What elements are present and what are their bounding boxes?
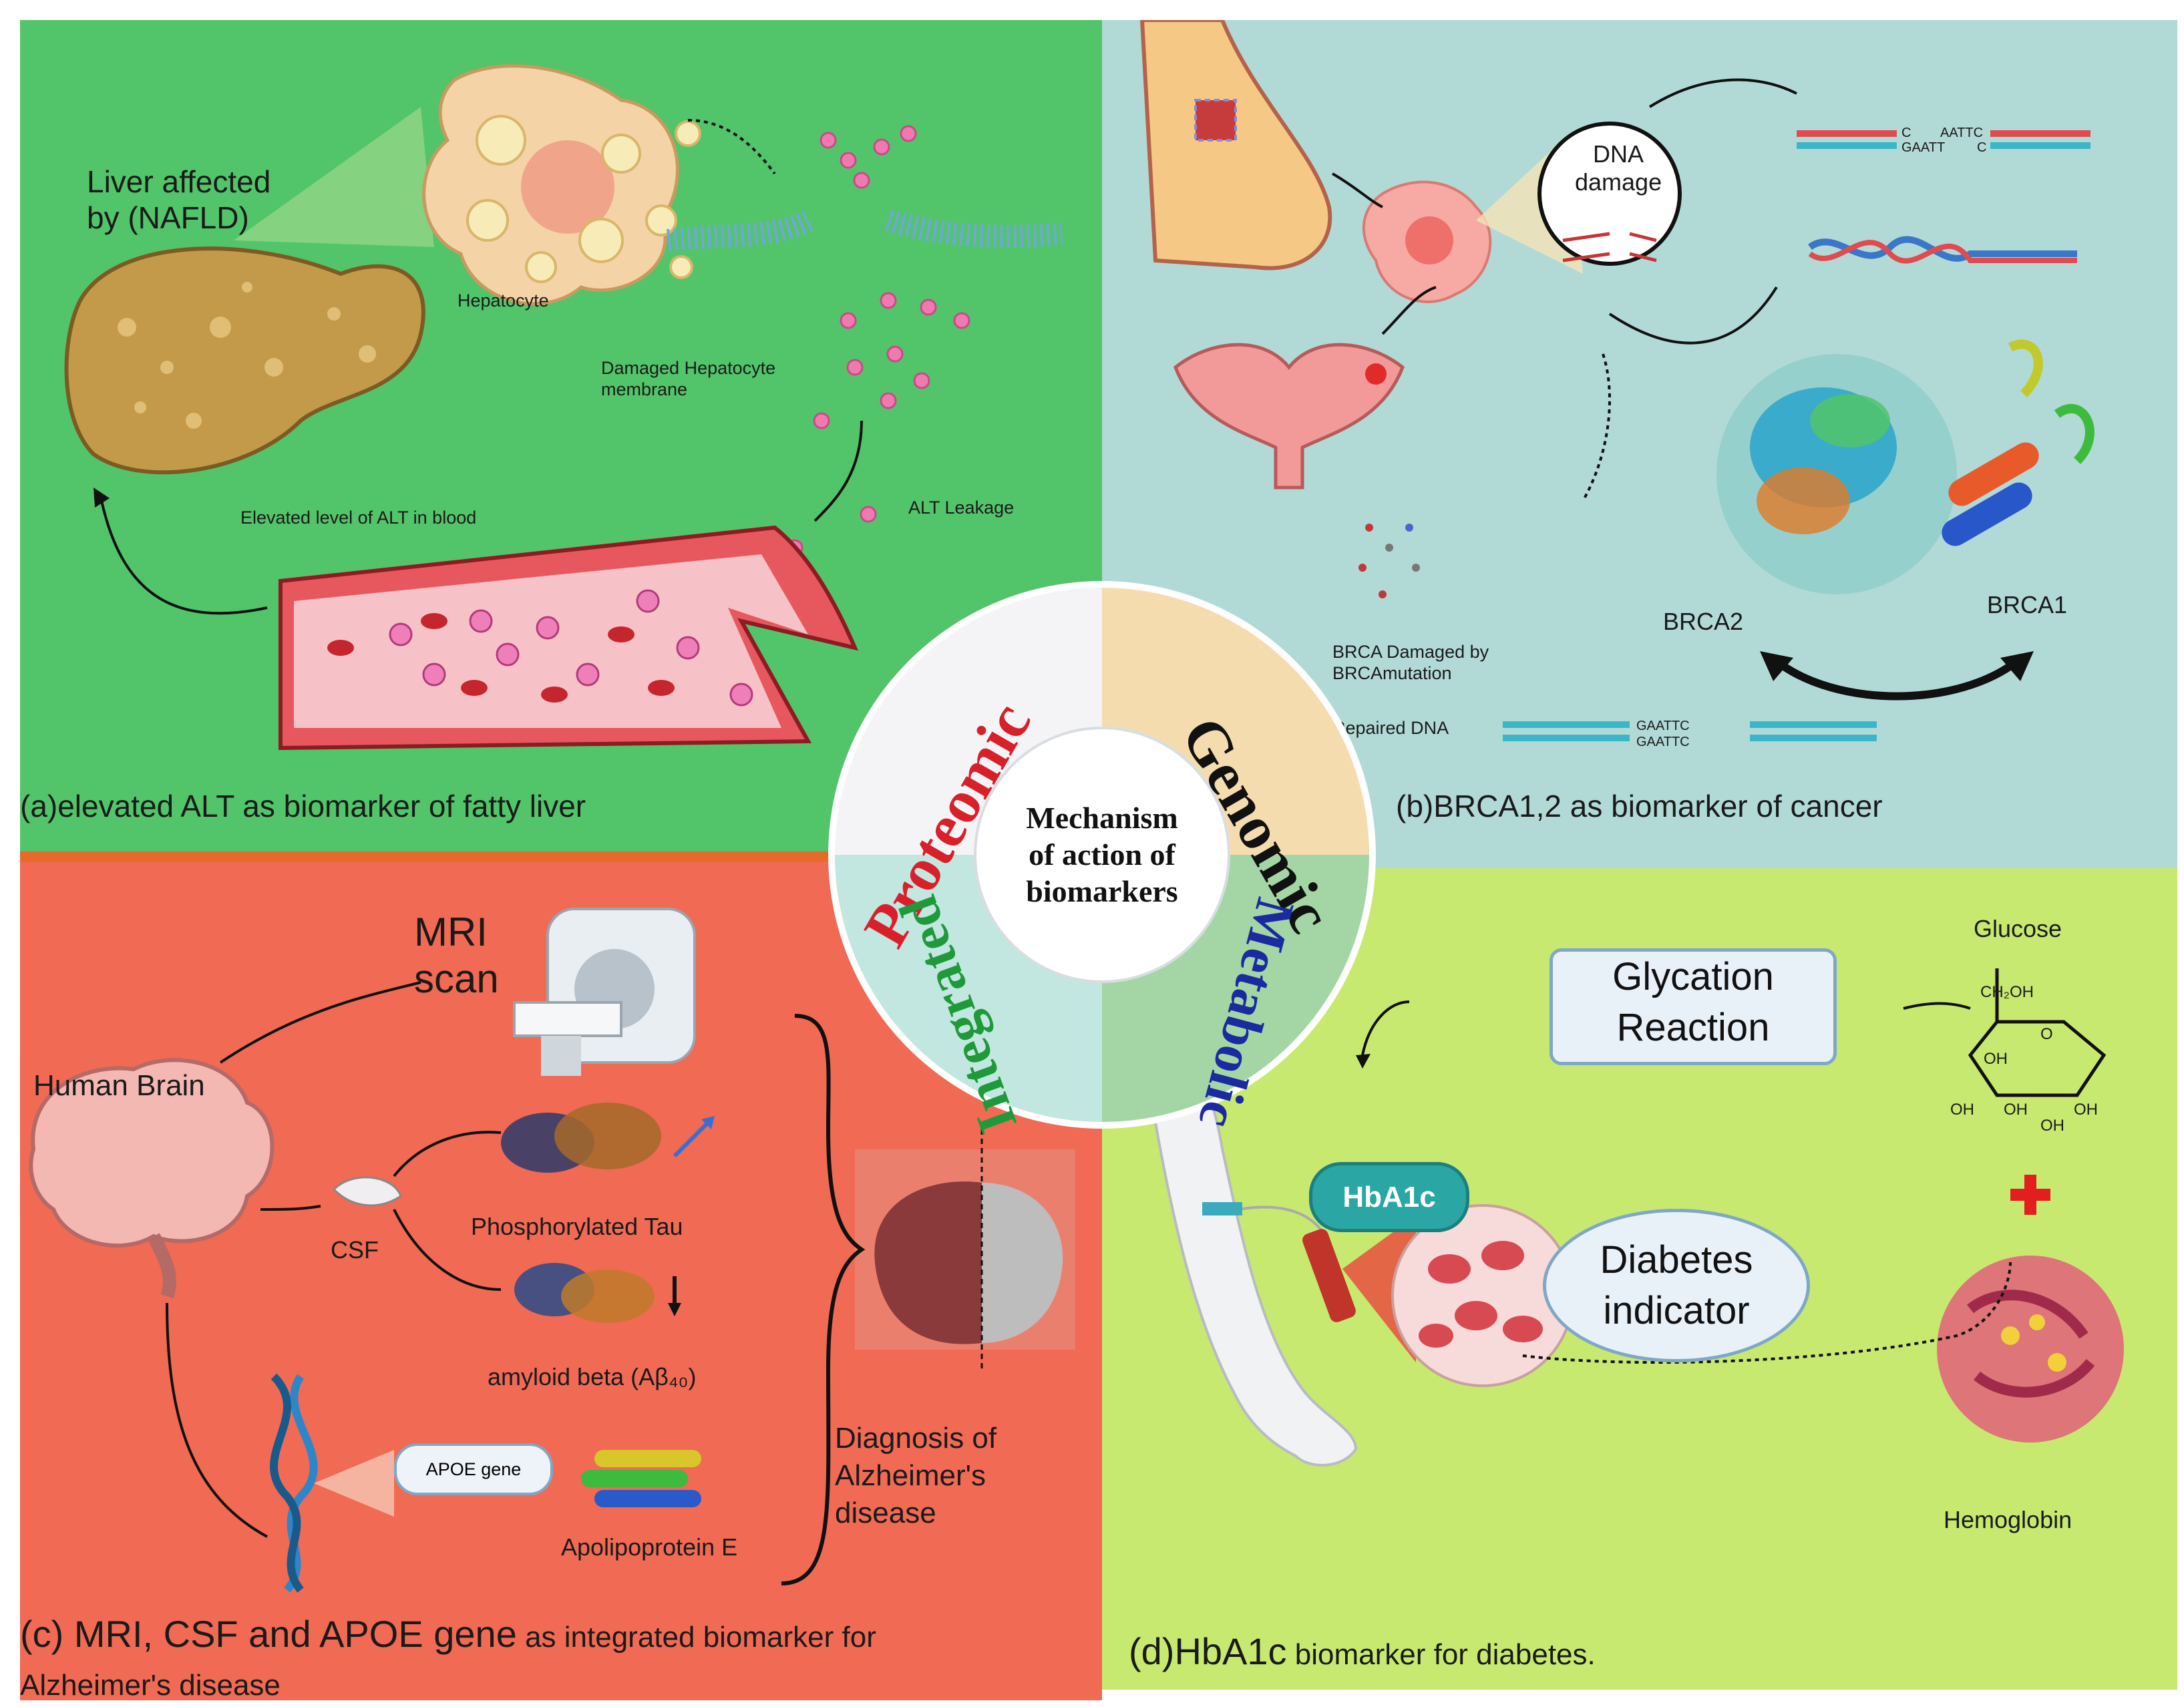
- panel-c-caption: (c) MRI, CSF and APOE gene as integrated…: [20, 1613, 876, 1701]
- hepatocyte-nucleus: [521, 140, 614, 234]
- brca1-label: BRCA1: [1987, 591, 2068, 618]
- hba1c-badge: HbA1c: [1309, 1162, 1469, 1232]
- damaged-brca-fragments: [1358, 524, 1420, 598]
- csf-icon: [332, 1176, 402, 1207]
- panel-a-illustration: [64, 64, 1063, 751]
- apolipoprotein-label: Apolipoprotein E: [561, 1533, 738, 1561]
- cut-dna-strands: [1797, 130, 2090, 149]
- arm-icon: [1140, 1039, 1358, 1467]
- grouping-bracket: [781, 1014, 866, 1585]
- hba1c-label: HbA1c: [1342, 1180, 1436, 1213]
- oh-label-4: OH: [2074, 1101, 2098, 1119]
- seq-bottom-right: C: [1977, 140, 1987, 155]
- brain-icon: [29, 1058, 275, 1248]
- human-brain-label: Human Brain: [33, 1069, 205, 1102]
- increase-arrow-icon: [673, 1121, 710, 1158]
- tourniquet: [1202, 1202, 1242, 1215]
- apoe-gene-label: APOE gene: [425, 1459, 522, 1479]
- csf-label: CSF: [331, 1236, 379, 1264]
- repaired-dna-icon: [1503, 721, 1877, 741]
- red-blood-cells: [327, 613, 675, 703]
- phosphorylated-tau-icon: [501, 1103, 661, 1173]
- repaired-dna-label: Repaired DNA: [1332, 718, 1449, 738]
- panel-b-illustration: [1139, 20, 2095, 741]
- seq-top-right: AATTC: [1940, 126, 1984, 140]
- phosphorylated-tau-label: Phosphorylated Tau: [471, 1213, 683, 1240]
- seq-top-left: C: [1901, 126, 1912, 140]
- helix-dna-icon: [1808, 236, 2077, 262]
- ring-oxygen-label: O: [2040, 1025, 2053, 1043]
- panel-a-caption: (a)elevated ALT as biomarker of fatty li…: [20, 789, 586, 823]
- amyloid-beta-icon: [514, 1263, 655, 1323]
- seq-bottom-left: GAATT: [1901, 140, 1946, 155]
- uterus-icon: [1173, 343, 1405, 490]
- center-title-1: Mechanism: [1026, 801, 1177, 835]
- hemoglobin-icon: [1937, 1256, 2124, 1443]
- center-circle: [974, 727, 1230, 983]
- gene-zoom-triangle: [314, 1450, 394, 1517]
- mri-scanner-icon: [513, 908, 696, 1076]
- damaged-membrane-icon: [666, 209, 1063, 252]
- brain-scan-left: [874, 1181, 982, 1344]
- tumor-region: [1194, 99, 1237, 142]
- panel-c-illustration: [29, 908, 1075, 1593]
- plus-icon: [2010, 1175, 2050, 1215]
- ch2oh-label: CH₂OH: [1980, 983, 2034, 1001]
- amyloid-beta-label: amyloid beta (Aβ₄₀): [488, 1363, 697, 1390]
- panel-b-caption: (b)BRCA1,2 as biomarker of cancer: [1396, 789, 1883, 823]
- apoe-gene-badge: APOE gene: [394, 1443, 553, 1495]
- panel-d-illustration: [1140, 968, 2124, 1467]
- center-title-3: biomarkers: [1026, 874, 1177, 908]
- brain-scan-right: [982, 1183, 1063, 1343]
- dna-helix-icon: [270, 1373, 318, 1593]
- hemoglobin-label: Hemoglobin: [1944, 1506, 2072, 1533]
- blood-tube-icon: [1302, 1229, 1356, 1322]
- apolipoprotein-icon: [581, 1450, 701, 1507]
- center-title-2: of action of: [1029, 837, 1175, 872]
- oh-label-3: OH: [2004, 1101, 2028, 1119]
- dna-damage-circle: [1537, 122, 1682, 266]
- hepatocyte-label: Hepatocyte: [458, 291, 549, 311]
- blood-alt-particles: [389, 589, 753, 707]
- brca1-protein-icon: [1942, 339, 2095, 546]
- zoom-triangle: [234, 107, 434, 247]
- vessel-lumen: [294, 554, 808, 728]
- center-wheel: Mechanism of action of biomarkers Proteo…: [828, 581, 1376, 1135]
- breast-icon: [1139, 20, 1332, 270]
- glucose-label: Glucose: [1974, 915, 2062, 942]
- brca2-label: BRCA2: [1663, 608, 1744, 635]
- damaged-dna-icon: [1562, 232, 1657, 262]
- brca-interaction-arrow: [1774, 658, 2020, 701]
- oh-label-2: OH: [1950, 1101, 1974, 1119]
- oh-label-5: OH: [2040, 1117, 2064, 1135]
- elevated-alt-label: Elevated level of ALT in blood: [240, 508, 477, 528]
- oh-label-1: OH: [1984, 1050, 2008, 1068]
- panel-d-caption: (d)HbA1c biomarker for diabetes.: [1129, 1630, 1596, 1672]
- alt-leakage-label: ALT Leakage: [908, 498, 1015, 518]
- liver-icon: [64, 246, 425, 475]
- glucose-structure-icon: [1968, 968, 2107, 1097]
- glycated-cells: [1419, 1241, 1543, 1348]
- fat-droplets: [118, 282, 376, 429]
- brca2-protein-icon: [1750, 387, 1897, 534]
